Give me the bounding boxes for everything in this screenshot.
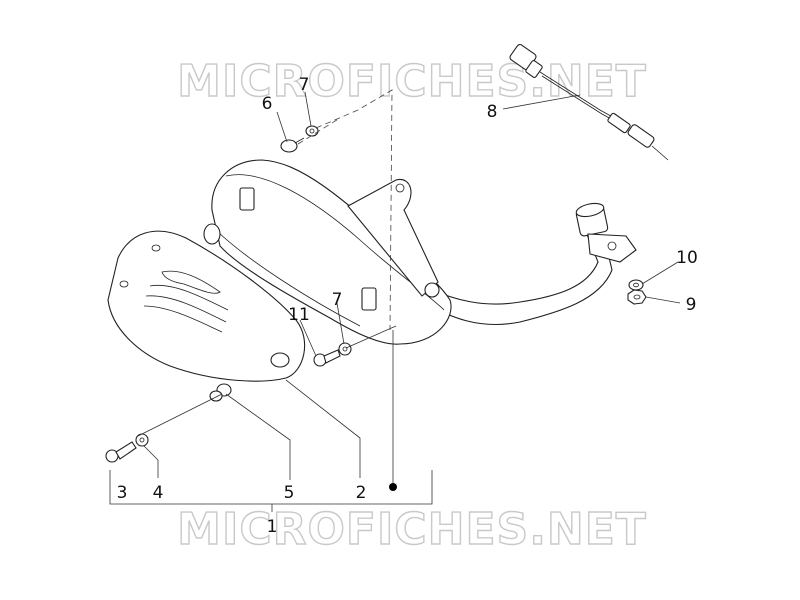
callout-6: 6 (262, 94, 273, 114)
exhaust-header-pipe (419, 202, 637, 326)
callout-2: 2 (356, 483, 367, 503)
washer-4 (135, 433, 149, 447)
nut-9 (627, 289, 647, 305)
watermark-top: MICROFICHES.NET (177, 56, 647, 107)
callout-10: 10 (676, 248, 698, 268)
reference-dot (389, 483, 397, 491)
callout-5: 5 (284, 483, 295, 503)
watermark-bottom: MICROFICHES.NET (177, 504, 647, 555)
washer-7-top (305, 125, 319, 137)
callout-7-top: 7 (299, 75, 310, 95)
screw-6 (280, 137, 305, 153)
muffler-body (203, 159, 452, 345)
callout-3: 3 (117, 483, 128, 503)
screw-3 (105, 441, 137, 463)
callout-1: 1 (267, 517, 278, 537)
washer-10 (628, 279, 644, 291)
callout-7-mid: 7 (332, 290, 343, 310)
callout-9: 9 (686, 295, 697, 315)
callout-11: 11 (288, 305, 310, 325)
oxygen-sensor (509, 43, 669, 161)
heat-shield (107, 230, 306, 382)
leader-lines (109, 89, 681, 512)
callout-8: 8 (487, 102, 498, 122)
washer-7-mid (338, 342, 352, 356)
callout-4: 4 (153, 483, 164, 503)
screw-11 (313, 349, 341, 367)
